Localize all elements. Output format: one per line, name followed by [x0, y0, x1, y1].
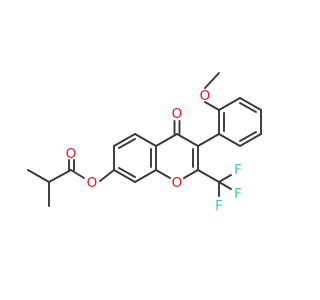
bond-c2-cf3 — [197, 169, 220, 183]
bond-c8-c7-inner — [118, 167, 136, 178]
bond-aryl-5-6 — [239, 133, 262, 147]
methoxy-oxygen-label: O — [200, 88, 211, 104]
bond-c8a-c8 — [134, 169, 157, 183]
bond-cf3-f-top — [218, 174, 232, 183]
bond-isopropyl-to-carbonyl — [48, 169, 72, 183]
bond-carbonyl-to-ester-oxygen — [70, 169, 85, 179]
bond-c4-c3 — [176, 133, 199, 147]
bond-c3-aryl — [197, 133, 220, 147]
ester-carbonyl-oxygen-label: O — [66, 146, 77, 162]
bond-aryl-6-1 — [218, 133, 241, 147]
ring-oxygen-label: O — [172, 175, 183, 191]
bond-c4a-c4 — [155, 133, 178, 147]
ester-oxygen-label: O — [87, 175, 98, 191]
bond-c8-c7 — [113, 169, 136, 183]
molecule-structure-diagram: O O O O O F F F — [27, 72, 262, 214]
bond-methyl-top — [27, 169, 50, 183]
bond-aryl-2-3 — [218, 97, 241, 111]
bond-c6-c5-inner — [118, 138, 136, 149]
bond-c2-ring-oxygen — [183, 169, 199, 179]
bond-aryl-3-4-inner — [239, 102, 257, 113]
bond-aryl-to-methoxy-oxygen — [204, 101, 220, 111]
fluorine-right-label: F — [234, 186, 242, 202]
bond-cf3-f-right — [218, 181, 232, 190]
bond-methoxy-oxygen-to-methyl — [204, 72, 220, 89]
bond-ester-oxygen-to-ring — [99, 169, 115, 182]
bond-ring-oxygen-c8a — [155, 169, 171, 179]
bond-aryl-3-4 — [239, 97, 262, 111]
fluorine-bottom-label: F — [215, 198, 223, 214]
atom-label-layer: O O O O O F F F — [66, 88, 242, 214]
fluorine-top-label: F — [234, 162, 242, 178]
bond-aryl-5-6-inner — [239, 131, 257, 142]
bond-c5-c4a — [134, 133, 157, 147]
bond-c6-c5 — [113, 133, 136, 147]
bond-layer — [27, 72, 262, 207]
carbonyl-oxygen-label: O — [172, 106, 183, 122]
